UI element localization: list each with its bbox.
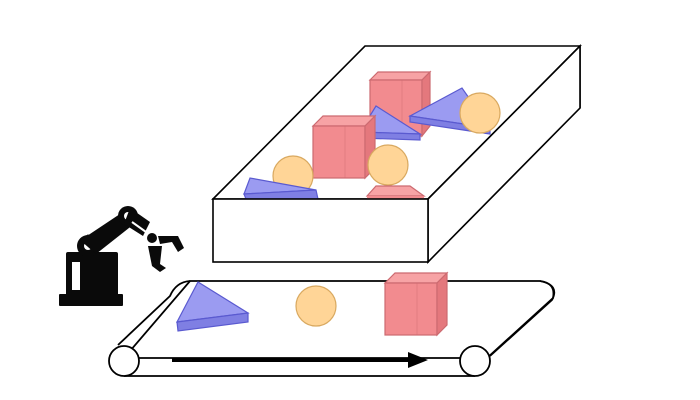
sphere	[367, 144, 409, 186]
cube	[311, 114, 377, 180]
sphere	[459, 92, 501, 134]
prism	[243, 177, 319, 200]
direction-arrow	[172, 352, 428, 368]
robot-arm-icon	[59, 206, 184, 306]
roller-left	[108, 345, 140, 377]
bin-front-wall	[212, 198, 429, 263]
cube	[365, 185, 426, 200]
roller-right	[459, 345, 491, 377]
cube	[383, 271, 449, 337]
bin-contents	[243, 70, 501, 200]
conveyor-belt	[108, 271, 556, 377]
prism	[175, 281, 250, 332]
sphere	[295, 285, 337, 327]
sorting-bin	[211, 44, 582, 264]
